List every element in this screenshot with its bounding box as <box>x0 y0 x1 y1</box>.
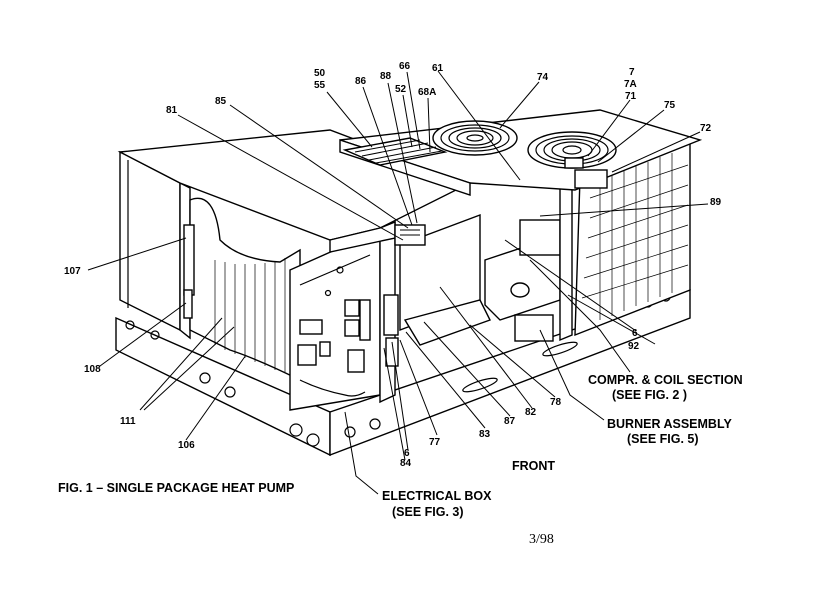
callout-86: 86 <box>355 76 367 87</box>
electrical-box-ref: (SEE FIG. 3) <box>392 505 464 519</box>
callout-7: 7 <box>629 67 635 78</box>
filter-rack <box>183 224 195 296</box>
callout-52: 52 <box>395 84 407 95</box>
callout-87: 87 <box>504 416 516 427</box>
callout-6a: 6 <box>404 448 410 459</box>
callout-78: 78 <box>550 397 562 408</box>
callout-74: 74 <box>537 72 549 83</box>
callout-89: 89 <box>710 197 722 208</box>
electrical-box-label: ELECTRICAL BOX <box>382 489 492 503</box>
callout-7a: 7A <box>624 79 637 90</box>
callout-6b: 6 <box>632 328 638 339</box>
compr-coil-section-label: COMPR. & COIL SECTION <box>588 373 743 387</box>
fan-bracket <box>574 169 608 189</box>
burner-assembly-ref: (SEE FIG. 5) <box>627 432 699 446</box>
fan-motor <box>564 157 584 169</box>
unit-drawing <box>115 109 703 457</box>
condenser-fan-right <box>527 131 617 169</box>
callout-75: 75 <box>664 100 676 111</box>
callout-77: 77 <box>429 437 441 448</box>
callout-72: 72 <box>700 123 712 134</box>
callout-83: 83 <box>479 429 491 440</box>
coil-divider-post <box>559 175 573 342</box>
compressor-top <box>510 282 530 298</box>
condenser-fan-left <box>432 120 518 156</box>
callout-66: 66 <box>399 61 411 72</box>
callout-68a: 68A <box>418 87 436 98</box>
callout-108: 108 <box>84 364 101 375</box>
cover-plate <box>383 294 399 336</box>
callout-81: 81 <box>166 105 178 116</box>
outdoor-coil-grid <box>581 153 689 320</box>
callout-82: 82 <box>525 407 537 418</box>
callouts: 50 55 86 88 66 52 68A 61 74 7 7A 71 75 7… <box>64 61 722 469</box>
burner-assembly-label: BURNER ASSEMBLY <box>607 417 732 431</box>
callout-85: 85 <box>215 96 227 107</box>
leader-lines <box>87 70 709 495</box>
callout-50: 50 <box>314 68 326 79</box>
callout-88: 88 <box>380 71 392 82</box>
callout-92: 92 <box>628 341 640 352</box>
figure-caption: FIG. 1 – SINGLE PACKAGE HEAT PUMP <box>58 481 294 495</box>
callout-107: 107 <box>64 266 81 277</box>
callout-84: 84 <box>400 458 412 469</box>
callout-111: 111 <box>120 416 136 427</box>
page-code: 3/98 <box>529 532 554 547</box>
section-labels: COMPR. & COIL SECTION (SEE FIG. 2 ) BURN… <box>58 373 743 547</box>
callout-55: 55 <box>314 80 326 91</box>
callout-61: 61 <box>432 63 444 74</box>
callout-71: 71 <box>625 91 637 102</box>
front-label: FRONT <box>512 459 555 473</box>
reversing-valve <box>519 219 561 256</box>
compr-coil-section-ref: (SEE FIG. 2 ) <box>612 388 687 402</box>
gas-valve <box>514 314 554 342</box>
callout-106: 106 <box>178 440 195 451</box>
